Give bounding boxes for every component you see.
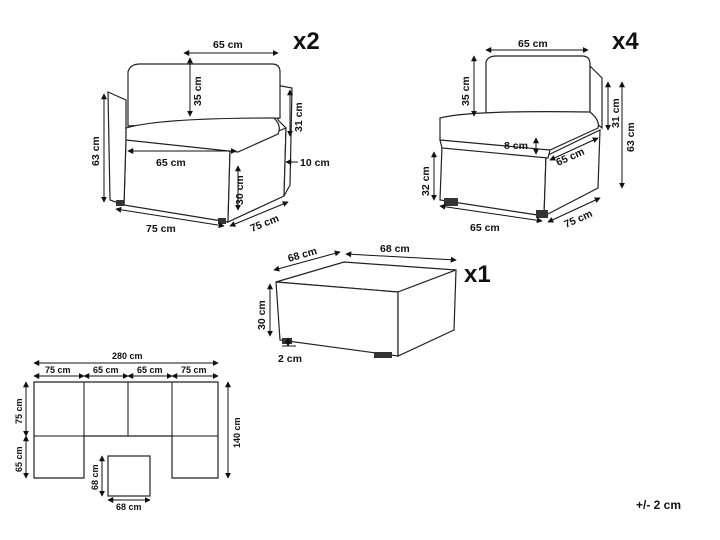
table-height-label: 30 cm — [256, 300, 268, 330]
middle-depth-label: 75 cm — [562, 208, 594, 231]
middle-seat-height-label: 32 cm — [420, 166, 432, 196]
layout-segment-4: 75 cm — [181, 365, 207, 375]
corner-armrest-width-label: 10 cm — [300, 157, 330, 169]
corner-backrest-height-label: 35 cm — [192, 76, 204, 106]
layout-left-bottom-label: 65 cm — [14, 446, 24, 472]
table-width-label: 68 cm — [380, 243, 410, 255]
layout-table-width-label: 68 cm — [116, 502, 142, 512]
corner-width-bottom-label: 75 cm — [146, 223, 176, 235]
middle-backrest-height-label: 35 cm — [460, 76, 472, 106]
table-quantity: x1 — [464, 261, 491, 288]
layout-plan — [33, 381, 219, 497]
middle-total-height-label: 63 cm — [625, 122, 637, 152]
middle-width-top-label: 65 cm — [518, 38, 548, 50]
middle-width-bottom-label: 65 cm — [470, 222, 500, 234]
layout-segment-1: 75 cm — [45, 365, 71, 375]
layout-table-height-label: 68 cm — [90, 464, 100, 490]
table-dimensions: 68 cm 68 cm x1 30 cm 2 cm — [256, 243, 491, 365]
layout-segment-3: 65 cm — [137, 365, 163, 375]
tolerance-note: +/- 2 cm — [636, 498, 681, 512]
corner-quantity: x2 — [293, 28, 320, 55]
corner-total-height-label: 63 cm — [90, 136, 102, 166]
layout-total-width-label: 280 cm — [112, 351, 143, 361]
middle-quantity: x4 — [612, 28, 639, 55]
corner-sofa-drawing — [107, 63, 293, 224]
table-leg-height-label: 2 cm — [278, 353, 302, 365]
table-drawing — [275, 261, 457, 358]
corner-armrest-height-label: 31 cm — [293, 102, 305, 132]
middle-sofa-drawing — [439, 55, 603, 218]
middle-armrest-height-label: 31 cm — [610, 98, 622, 128]
layout-left-top-label: 75 cm — [14, 398, 24, 424]
corner-width-top-label: 65 cm — [213, 39, 243, 51]
layout-segment-2: 65 cm — [93, 365, 119, 375]
corner-seat-height-label: 30 cm — [234, 175, 246, 205]
middle-sofa-dimensions: 65 cm x4 35 cm 31 cm 63 cm 8 cm 65 cm 32… — [420, 28, 639, 234]
middle-cushion-thickness-label: 8 cm — [504, 140, 528, 152]
corner-sofa-dimensions: 65 cm x2 35 cm 31 cm 63 cm 65 cm 10 cm 3… — [90, 28, 330, 235]
layout-dimensions: 280 cm 75 cm 65 cm 65 cm 75 cm 75 cm 65 … — [14, 351, 242, 512]
layout-total-depth-label: 140 cm — [232, 417, 242, 448]
corner-seat-width-label: 65 cm — [156, 157, 186, 169]
